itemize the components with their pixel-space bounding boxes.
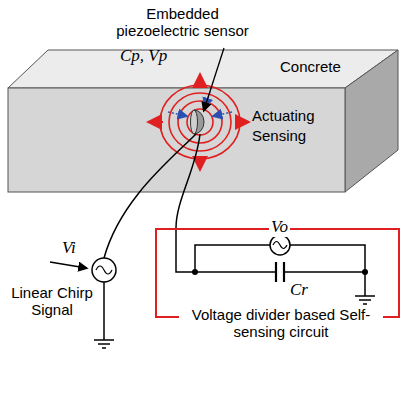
concrete-block: ConcreteActuatingSensing (8, 50, 398, 192)
part-name: Embedded piezoelectric sensor (105, 5, 260, 40)
ground-symbol (355, 296, 375, 304)
block-front (8, 88, 345, 192)
wire (176, 134, 200, 272)
signal-name: Vo (269, 217, 290, 237)
signal-source (92, 258, 116, 282)
leader-line (204, 48, 224, 110)
material-label: Concrete (280, 58, 341, 75)
circuit-caption: Voltage divider based Self-sensing circu… (179, 306, 383, 341)
circuit-box: VoCrVoltage divider based Self-sensing c… (155, 228, 400, 318)
component-name: Cr (290, 280, 308, 300)
wire (103, 282, 105, 340)
wave-rings (160, 85, 240, 159)
signal-name: Vi (62, 238, 76, 258)
wave-label: Sensing (252, 127, 306, 144)
block-side (345, 50, 398, 192)
wave-arrows (150, 76, 247, 168)
signal-name: Linear Chirp Signal (3, 284, 101, 319)
voltage-meter (270, 235, 290, 255)
sine-symbol (96, 266, 112, 274)
parameter-name: Cp, Vp (120, 46, 167, 66)
input-arrow (50, 262, 86, 268)
capacitor-symbol (276, 262, 284, 282)
junction-dot (192, 269, 198, 275)
sine-symbol (273, 242, 287, 249)
wave-label: Actuating (252, 107, 315, 124)
piezo-face (191, 110, 198, 134)
ground-symbol (94, 340, 114, 348)
junction-dot (362, 269, 368, 275)
block-top (8, 50, 398, 88)
